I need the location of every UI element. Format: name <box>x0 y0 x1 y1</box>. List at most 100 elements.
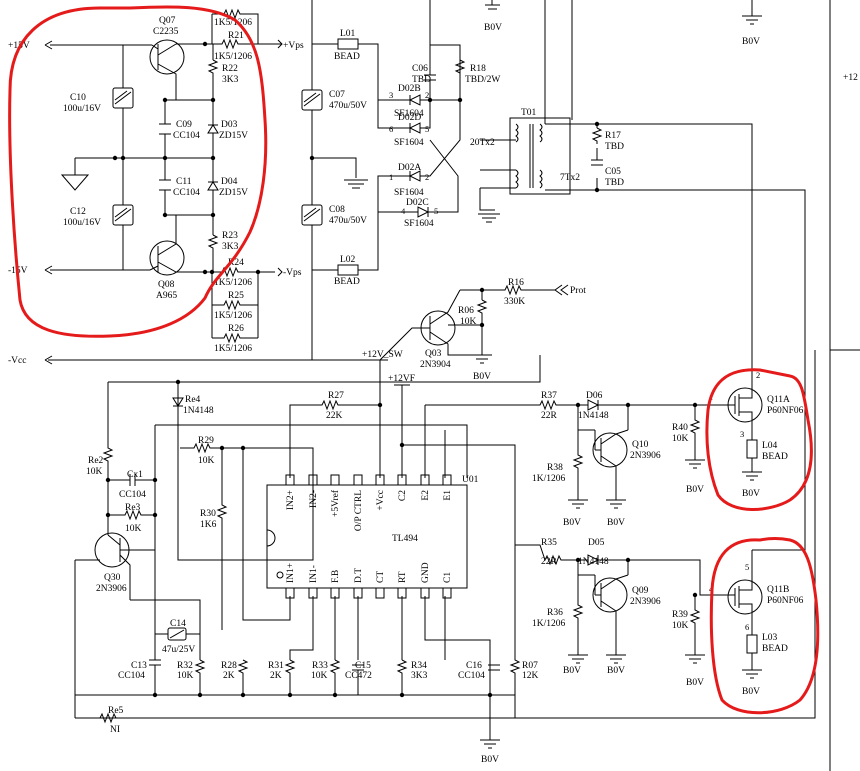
b0v-l03: B0V <box>742 687 760 697</box>
d05-diode <box>587 554 600 566</box>
r32-val: 10K <box>177 671 194 681</box>
r06-ref: R06 <box>458 306 474 316</box>
q08-ref: Q08 <box>158 280 175 290</box>
d02d-pin2: 5 <box>425 124 429 134</box>
re5-val: NI <box>110 725 120 735</box>
highlight-q11a <box>705 368 813 511</box>
r39-val: 10K <box>672 621 689 631</box>
ic-pin-box <box>442 587 452 599</box>
q10-val: 2N3906 <box>630 451 661 461</box>
r17-val: TBD <box>605 142 624 152</box>
d02d-ref: D02D <box>398 113 421 123</box>
c08-val: 470u/50V <box>329 216 367 226</box>
m15-arrow <box>44 265 53 275</box>
re3-ref: Re3 <box>125 503 141 513</box>
net-label-vcc: -Vcc <box>8 356 26 366</box>
q11b-pin5: 5 <box>745 562 749 572</box>
r27-val: 22K <box>326 411 343 421</box>
d02b-diode <box>408 94 421 106</box>
c07-capacitor <box>301 89 323 111</box>
r38-ref: R38 <box>547 463 563 473</box>
q08-val: A965 <box>156 291 177 301</box>
r35-val: 22R <box>541 557 558 567</box>
r28-val: 2K <box>223 671 235 681</box>
c05-val: TBD <box>605 178 624 188</box>
ic-pin-label: IN2+ <box>286 490 296 510</box>
ground-symbol-bulk <box>344 179 368 189</box>
net-label-v12vf: +12VF <box>388 374 415 384</box>
d04-zener <box>207 181 219 191</box>
b0v-top: B0V <box>484 23 502 33</box>
r22-ref: R22 <box>222 64 238 74</box>
q11b-ref: Q11B <box>767 585 789 595</box>
re4-ref: Re4 <box>185 395 201 405</box>
d02c-diode <box>417 206 430 218</box>
q11b-mosfet <box>727 579 763 615</box>
r40-ref: R40 <box>672 423 688 433</box>
d02a-ref: D02A <box>398 163 421 173</box>
q09-transistor <box>592 577 628 613</box>
d03-zener <box>207 124 219 134</box>
d02c-pin2: 5 <box>434 206 438 216</box>
t01-w1: 20Tx2 <box>470 138 495 148</box>
c12-ref: C12 <box>70 207 86 217</box>
r23-resistor <box>207 234 219 250</box>
b0v-q03: B0V <box>473 372 491 382</box>
r18-val: TBD/2W <box>465 75 500 85</box>
l01-ref: L01 <box>340 29 356 39</box>
c12-capacitor <box>112 204 134 226</box>
ic-pin-box <box>375 587 385 599</box>
r26-ref: R26 <box>228 324 244 334</box>
b0v-r36: B0V <box>563 666 581 676</box>
highlight-q11b <box>709 537 820 715</box>
d02d-diode <box>408 122 421 134</box>
net-label-v12sw: +12V_SW <box>362 350 403 360</box>
c11-ref: C11 <box>176 177 192 187</box>
c07-val: 470u/50V <box>329 101 367 111</box>
re2-ref: Re2 <box>88 456 104 466</box>
r16-val: 330K <box>504 297 525 307</box>
cx1-val: CC104 <box>119 490 146 500</box>
q09-ref: Q09 <box>632 586 649 596</box>
q10-transistor <box>592 432 628 468</box>
c13-ref: C13 <box>131 661 147 671</box>
net-label-p12-edge: +12 <box>843 73 858 83</box>
c09-val: CC104 <box>173 131 200 141</box>
l04-bead <box>746 439 758 459</box>
c13-val: CC104 <box>118 671 145 681</box>
q11a-val: P60NF06 <box>767 406 804 416</box>
b0v-bottom: B0V <box>481 755 499 765</box>
ic-pin-box <box>330 474 340 486</box>
q11a-pin2: 2 <box>756 370 760 380</box>
c10-ref: C10 <box>70 93 86 103</box>
r31-ref: R31 <box>268 661 284 671</box>
r16-ref: R16 <box>508 278 524 288</box>
r07-ref: R07 <box>522 661 538 671</box>
d02d-val: SF1604 <box>394 138 424 148</box>
ic-pin-label: RT <box>398 571 408 583</box>
d05-ref: D05 <box>588 538 605 548</box>
c14-ref: C14 <box>170 619 186 629</box>
u01-name: TL494 <box>392 534 418 544</box>
c12-val: 100u/16V <box>63 218 101 228</box>
r25-ref: R25 <box>228 291 244 301</box>
ic-pin-box <box>353 474 363 486</box>
b0v-l04: B0V <box>742 489 760 499</box>
q11a-ref: Q11A <box>767 395 790 405</box>
u01-ref: U01 <box>462 475 479 485</box>
c07-ref: C07 <box>329 90 345 100</box>
r06-val: 10K <box>460 317 477 327</box>
cx1-ref: Cx1 <box>127 470 143 480</box>
d03-val: ZD15V <box>219 131 248 141</box>
r40-val: 10K <box>672 434 689 444</box>
ic-pin-label: IN1+ <box>286 563 296 583</box>
net-label-vps-m: -Vps <box>283 268 302 278</box>
ic-pin-label: +Vcc <box>376 490 386 511</box>
d04-val: ZD15V <box>219 188 248 198</box>
net-label-prot: Prot <box>570 286 586 296</box>
net-label-vps-p: +Vps <box>283 41 304 51</box>
re4-diode <box>172 397 184 407</box>
ic-pin-label: E1 <box>443 490 453 501</box>
l02-val: BEAD <box>334 277 360 287</box>
